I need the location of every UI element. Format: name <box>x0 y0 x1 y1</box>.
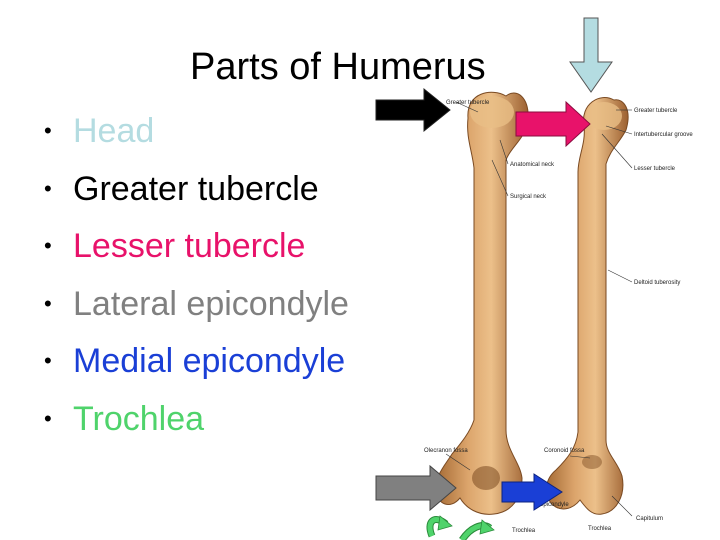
bullet-text-trochlea: Trochlea <box>73 399 205 438</box>
bullet-item: • Medial epicondyle <box>44 340 349 398</box>
label-anatomical-neck: Anatomical neck <box>510 162 555 168</box>
bullet-item: • Lesser tubercle <box>44 225 349 283</box>
bullet-item: • Greater tubercle <box>44 168 349 226</box>
bullet-dot: • <box>44 405 52 431</box>
label-deltoid-tuberosity: Deltoid tuberosity <box>634 280 680 286</box>
bullet-dot: • <box>44 118 52 143</box>
humerus-anterior <box>545 97 629 515</box>
bullet-item: • Head <box>44 110 349 168</box>
green-curved-arrows <box>426 515 495 540</box>
label-capitulum: Capitulum <box>636 516 663 522</box>
lightblue-arrow <box>569 17 613 93</box>
bullet-item: • Lateral epicondyle <box>44 283 349 341</box>
label-intertubercular-groove: Intertubercular groove <box>634 132 693 138</box>
pink-arrow <box>515 100 591 148</box>
bullet-text-medial-epicondyle: Medial epicondyle <box>73 342 346 380</box>
label-greater-tubercle-left: Greater tubercle <box>446 100 490 106</box>
bullet-text-greater-tubercle: Greater tubercle <box>73 169 319 208</box>
bullet-text-head: Head <box>73 112 155 150</box>
bullet-dot: • <box>44 233 52 258</box>
label-trochlea-left: Trochlea <box>512 528 536 534</box>
bullet-dot: • <box>44 348 52 373</box>
label-lesser-tubercle: Lesser tubercle <box>634 166 676 172</box>
label-epicondyle: epicondyle <box>540 502 569 508</box>
label-coronoid-fossa: Coronoid fossa <box>544 448 585 454</box>
bullet-dot: • <box>44 290 52 316</box>
slide-title: Parts of Humerus <box>190 46 486 88</box>
arrows <box>375 17 613 540</box>
bullet-text-lesser-tubercle: Lesser tubercle <box>73 227 306 265</box>
label-trochlea-right: Trochlea <box>588 526 612 532</box>
bullet-text-lateral-epicondyle: Lateral epicondyle <box>73 284 349 323</box>
label-surgical-neck: Surgical neck <box>510 194 547 200</box>
leader-lines <box>445 101 633 517</box>
bullet-list: • Head • Greater tubercle • Lesser tubercle… <box>44 110 349 455</box>
figure-labels: Greater tubercle Anatomical neck Surgica… <box>424 100 693 534</box>
black-arrow <box>375 87 451 133</box>
blue-arrow <box>501 473 563 511</box>
label-greater-tubercle-right: Greater tubercle <box>634 108 678 114</box>
bullet-item: • Trochlea <box>44 398 349 456</box>
bullet-dot: • <box>44 175 52 201</box>
label-olecranon-fossa: Olecranon fossa <box>424 448 468 454</box>
humerus-posterior <box>435 91 529 515</box>
gray-arrow <box>375 464 457 512</box>
